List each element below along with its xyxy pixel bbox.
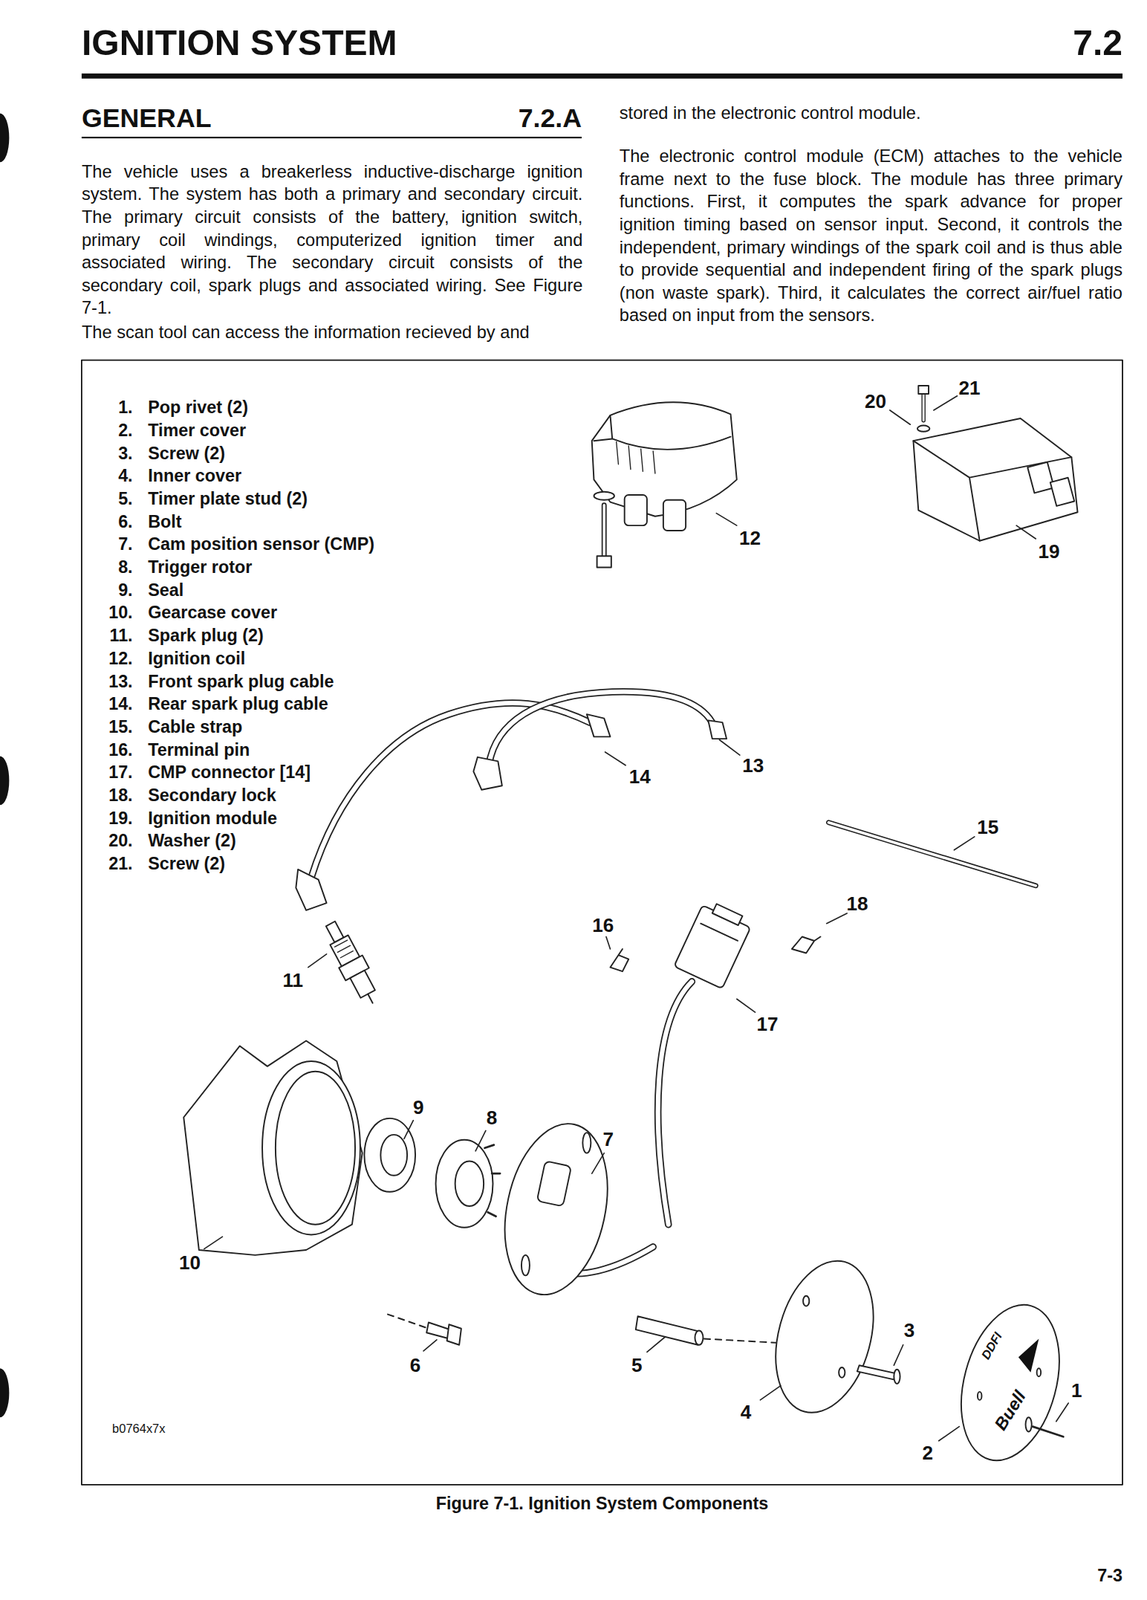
callout-number: 6	[410, 1353, 422, 1376]
callout-number: 7	[602, 1127, 614, 1150]
callout-number: 2	[921, 1441, 934, 1464]
part-number: 18.	[108, 785, 133, 806]
page-heading: IGNITION SYSTEM	[81, 22, 398, 64]
part-name: Terminal pin	[147, 739, 250, 760]
part-name: Inner cover	[147, 465, 242, 486]
part-number: 17.	[108, 762, 133, 783]
callout-number: 18	[846, 892, 868, 915]
callout-number: 21	[958, 376, 980, 399]
part-name: CMP connector [14]	[147, 762, 311, 783]
callout-number: 10	[179, 1251, 201, 1274]
part-number: 8.	[118, 557, 133, 578]
callout-number: 11	[282, 968, 304, 991]
body-paragraph: The vehicle uses a breakerless inductive…	[81, 160, 584, 320]
section-number: 7.2	[1072, 22, 1123, 64]
part-name: Screw (2)	[147, 442, 226, 463]
callout-number: 17	[756, 1012, 778, 1035]
part-name: Gearcase cover	[147, 602, 278, 623]
callout-number: 3	[904, 1318, 916, 1341]
callout-number: 19	[1038, 540, 1061, 563]
part-name: Cam position sensor (CMP)	[147, 534, 375, 555]
part-name: Front spark plug cable	[147, 670, 334, 691]
part-number: 1.	[118, 397, 133, 418]
part-name: Secondary lock	[147, 785, 277, 806]
part-name: Timer plate stud (2)	[147, 488, 308, 509]
drawing-code: b0764x7x	[112, 1420, 165, 1435]
callout-number: 20	[864, 390, 887, 413]
part-number: 12.	[108, 647, 133, 668]
part-number: 14.	[108, 693, 133, 714]
callout-number: 16	[592, 913, 614, 937]
body-paragraph: The electronic control module (ECM) atta…	[619, 144, 1123, 327]
part-name: Ignition module	[147, 807, 278, 828]
part-number: 5.	[118, 488, 133, 509]
figure-caption: Figure 7-1. Ignition System Components	[436, 1493, 769, 1514]
page-number: 7-3	[1097, 1564, 1123, 1585]
part-number: 15.	[108, 716, 133, 737]
callout-number: 15	[976, 815, 999, 838]
part-name: Trigger rotor	[147, 557, 252, 578]
body-paragraph: stored in the electronic control module.	[619, 101, 1123, 125]
part-name: Washer (2)	[147, 830, 236, 851]
callout-number: 13	[742, 754, 764, 777]
callout-number: 4	[740, 1400, 752, 1423]
body-paragraph: The scan tool can access the information…	[81, 320, 584, 344]
part-name: Timer cover	[147, 419, 246, 440]
part-number: 20.	[108, 830, 133, 851]
part-number: 19.	[108, 807, 133, 828]
callout-number: 8	[486, 1106, 498, 1129]
part-number: 16.	[108, 739, 133, 760]
part-number: 21.	[108, 853, 133, 874]
callout-number: 1	[1071, 1378, 1083, 1402]
callout-number: 12	[739, 526, 761, 549]
part-number: 4.	[118, 465, 133, 486]
part-number: 6.	[118, 511, 133, 532]
callout-number: 14	[629, 765, 651, 788]
part-name: Bolt	[147, 511, 182, 532]
part-number: 7.	[118, 534, 133, 555]
part-name: Rear spark plug cable	[147, 693, 329, 714]
part-number: 2.	[118, 419, 133, 440]
subsection-number: 7.2.A	[518, 103, 582, 134]
part-number: 10.	[108, 602, 133, 623]
callout-number: 9	[413, 1095, 425, 1119]
part-name: Cable strap	[147, 716, 243, 737]
part-name: Pop rivet (2)	[147, 397, 249, 418]
part-name: Seal	[147, 579, 184, 600]
part-number: 3.	[118, 442, 133, 463]
part-number: 13.	[108, 670, 133, 691]
part-name: Spark plug (2)	[147, 625, 264, 646]
part-number: 11.	[109, 625, 133, 646]
part-number: 9.	[118, 579, 133, 600]
part-name: Ignition coil	[147, 647, 246, 668]
callout-number: 5	[631, 1353, 643, 1376]
part-name: Screw (2)	[147, 853, 226, 874]
subsection-heading: GENERAL	[81, 103, 212, 134]
